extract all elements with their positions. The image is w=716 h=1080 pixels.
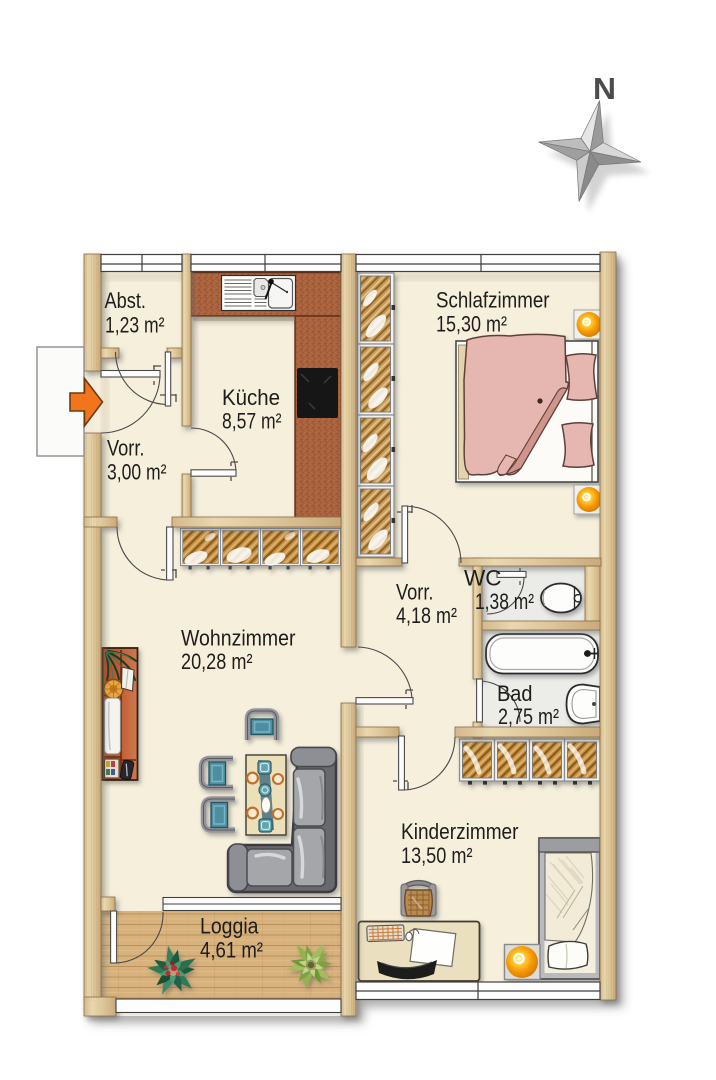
svg-text:Wohnzimmer: Wohnzimmer bbox=[181, 626, 296, 651]
svg-text:Abst.: Abst. bbox=[105, 288, 147, 313]
svg-text:Vorr.: Vorr. bbox=[107, 436, 145, 461]
svg-text:N: N bbox=[593, 71, 616, 106]
svg-text:3,00 m²: 3,00 m² bbox=[107, 460, 167, 485]
svg-text:13,50 m²: 13,50 m² bbox=[401, 843, 473, 868]
svg-text:Küche: Küche bbox=[222, 385, 280, 410]
svg-text:2,75 m²: 2,75 m² bbox=[498, 704, 559, 729]
svg-text:20,28 m²: 20,28 m² bbox=[181, 649, 253, 674]
svg-text:WC: WC bbox=[464, 566, 502, 591]
svg-text:Kinderzimmer: Kinderzimmer bbox=[401, 819, 519, 844]
svg-text:Schlafzimmer: Schlafzimmer bbox=[436, 288, 550, 313]
svg-text:8,57 m²: 8,57 m² bbox=[222, 409, 282, 434]
svg-text:1,23 m²: 1,23 m² bbox=[105, 313, 165, 338]
svg-text:4,18 m²: 4,18 m² bbox=[396, 603, 457, 628]
svg-text:Vorr.: Vorr. bbox=[396, 580, 434, 605]
svg-text:Bad: Bad bbox=[497, 681, 533, 706]
svg-text:1,38 m²: 1,38 m² bbox=[475, 589, 534, 614]
svg-text:4,61 m²: 4,61 m² bbox=[200, 938, 263, 963]
svg-text:Loggia: Loggia bbox=[200, 914, 259, 939]
svg-text:15,30 m²: 15,30 m² bbox=[436, 312, 507, 337]
